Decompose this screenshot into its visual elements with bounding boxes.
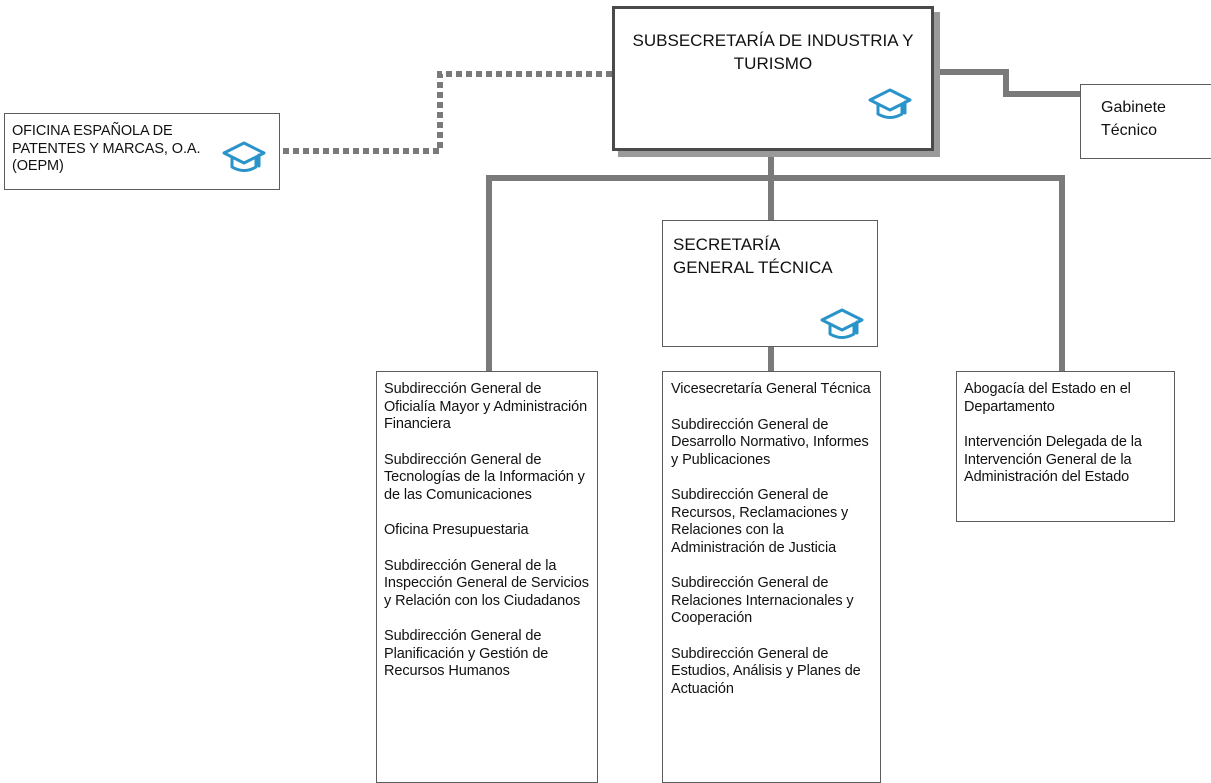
graduation-cap-icon: [222, 141, 266, 172]
col1-list: Subdirección General de Oficialía Mayor …: [384, 381, 589, 681]
column-oficialia-box: Subdirección General de Oficialía Mayor …: [376, 371, 598, 783]
oepm-box: OFICINA ESPAÑOLA DE PATENTES Y MARCAS, O…: [4, 113, 280, 190]
secretaria-general-tecnica-box: SECRETARÍA GENERAL TÉCNICA: [662, 220, 878, 347]
list-item: Oficina Presupuestaria: [384, 522, 529, 538]
subsecretaria-face: SUBSECRETARÍA DE INDUSTRIA Y TURISMO: [612, 6, 934, 151]
subsecretaria-box: SUBSECRETARÍA DE INDUSTRIA Y TURISMO: [612, 6, 940, 163]
list-item: Subdirección General de Oficialía Mayor …: [384, 381, 588, 432]
sgt-title: SECRETARÍA GENERAL TÉCNICA: [673, 235, 833, 277]
list-item: Subdirección General de Planificación y …: [384, 628, 549, 679]
connector-bus: [486, 175, 1065, 371]
graduation-cap-icon: [868, 88, 912, 119]
list-item: Subdirección General de Relaciones Inter…: [671, 575, 854, 626]
subsecretaria-title: SUBSECRETARÍA DE INDUSTRIA Y TURISMO: [632, 31, 914, 73]
list-item: Subdirección General de la Inspección Ge…: [384, 557, 589, 609]
gabinete-title: Gabinete Técnico: [1101, 99, 1166, 139]
list-item: Subdirección General de Desarrollo Norma…: [671, 416, 869, 468]
list-item: Subdirección General de Estudios, Anális…: [671, 645, 861, 697]
oepm-title: OFICINA ESPAÑOLA DE PATENTES Y MARCAS, O…: [12, 123, 201, 174]
col2-list: Vicesecretaría General Técnica Subdirecc…: [671, 381, 876, 698]
gabinete-box: Gabinete Técnico: [1080, 84, 1211, 159]
connector-gabinete: [940, 69, 1080, 97]
list-item: Vicesecretaría General Técnica: [671, 381, 871, 397]
column-vicesecretaria-box: Vicesecretaría General Técnica Subdirecc…: [662, 371, 881, 783]
dotted-connector-oepm: [280, 71, 612, 154]
list-item: Abogacía del Estado en el Departamento: [964, 381, 1131, 415]
list-item: Subdirección General de Tecnologías de l…: [384, 451, 585, 503]
graduation-cap-icon: [820, 308, 864, 339]
list-item: Subdirección General de Recursos, Reclam…: [671, 487, 849, 556]
list-item: Intervención Delegada de la Intervención…: [964, 434, 1142, 485]
col3-list: Abogacía del Estado en el Departamento I…: [964, 381, 1164, 487]
column-abogacia-box: Abogacía del Estado en el Departamento I…: [956, 371, 1175, 522]
